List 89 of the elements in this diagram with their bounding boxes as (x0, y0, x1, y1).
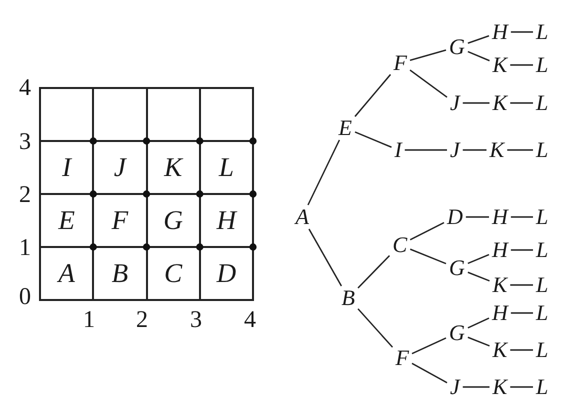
dash-line (507, 149, 533, 151)
branch-line (468, 317, 490, 329)
tree-node-label: K (490, 376, 510, 398)
tree-node-label: L (534, 302, 550, 324)
axis-tick-label: 4 (244, 308, 256, 332)
tree-node-label: H (490, 21, 510, 43)
tree-node-label: H (490, 302, 510, 324)
tree-node-label: L (534, 139, 550, 161)
dash-line (466, 216, 489, 218)
axis-tick-label: 4 (19, 76, 31, 100)
cell-letter: F (110, 207, 130, 234)
tree-node-label: J (448, 92, 462, 114)
tree-node-label: K (490, 54, 510, 76)
dash-line (510, 386, 533, 388)
tree-node-label: F (394, 347, 411, 369)
branch-line (307, 140, 340, 206)
branch-line (412, 362, 448, 384)
branch-line (468, 254, 490, 264)
dash-line (462, 386, 490, 388)
branch-line (354, 74, 392, 117)
dash-line (510, 349, 533, 351)
grid-cell (39, 246, 94, 301)
cell-letter: D (215, 260, 238, 287)
dash-line (510, 216, 533, 218)
tree-node-label: L (534, 376, 550, 398)
axis-tick-label: 2 (19, 183, 31, 207)
branch-line (358, 255, 390, 288)
cell-letter: E (57, 207, 76, 234)
dash-line (510, 102, 533, 104)
cell-letter: K (162, 154, 184, 181)
axis-tick-label: 3 (19, 130, 31, 154)
tree-node-label: L (534, 274, 550, 296)
branch-line (410, 49, 446, 61)
dash-line (510, 64, 533, 66)
tree-node-label: L (534, 54, 550, 76)
tree-node-label: J (448, 376, 462, 398)
tree-node-label: K (488, 139, 506, 161)
tree-node-label: L (534, 206, 550, 228)
axis-tick-label: 1 (19, 236, 31, 260)
tree-node-label: J (448, 139, 462, 161)
tree-node-label: K (490, 339, 510, 361)
dash-line (510, 284, 533, 286)
dash-line (510, 312, 533, 314)
dash-line (462, 102, 490, 104)
branch-line (468, 50, 490, 62)
tree-node-label: B (340, 287, 357, 309)
tree-node-label: L (534, 21, 550, 43)
tree-node-label: E (336, 117, 354, 139)
dash-line (462, 149, 486, 151)
tree-node-label: A (294, 206, 311, 228)
branch-line (410, 248, 446, 264)
tree-node-label: C (390, 234, 410, 256)
cell-letter: H (215, 207, 238, 234)
branch-line (468, 35, 490, 44)
dash-line (404, 149, 447, 151)
tree-node-label: G (447, 36, 467, 58)
dash-line (510, 249, 533, 251)
tree-node-label: L (534, 339, 550, 361)
cell-letter: I (61, 154, 74, 181)
tree-node-label: K (490, 92, 510, 114)
branch-line (468, 336, 490, 347)
cell-letter: J (112, 154, 128, 181)
tree-node-label: F (392, 52, 409, 74)
branch-line (468, 272, 490, 282)
tree-node-label: G (447, 257, 467, 279)
branch-line (412, 337, 446, 354)
cell-letter: G (162, 207, 184, 234)
branch-line (357, 308, 394, 348)
axis-tick-label: 3 (190, 308, 202, 332)
tree-node-label: K (490, 274, 510, 296)
tree-node-label: G (447, 322, 467, 344)
branch-line (308, 228, 342, 286)
branch-line (410, 222, 444, 240)
dash-line (510, 31, 533, 33)
axis-tick-label: 1 (83, 308, 95, 332)
cell-letter: L (218, 154, 235, 181)
tree-node-label: H (490, 206, 510, 228)
tree-node-label: L (534, 92, 550, 114)
axis-tick-label: 0 (19, 285, 31, 309)
tree-node-label: H (490, 239, 510, 261)
branch-line (354, 131, 392, 148)
cell-letter: B (110, 260, 130, 287)
cell-letter: A (56, 260, 76, 287)
tree-node-label: D (445, 206, 465, 228)
axis-tick-label: 2 (136, 308, 148, 332)
branch-line (410, 70, 448, 98)
tree-node-label: I (392, 139, 404, 161)
tree-node-label: L (534, 239, 550, 261)
cell-letter: C (163, 260, 184, 287)
